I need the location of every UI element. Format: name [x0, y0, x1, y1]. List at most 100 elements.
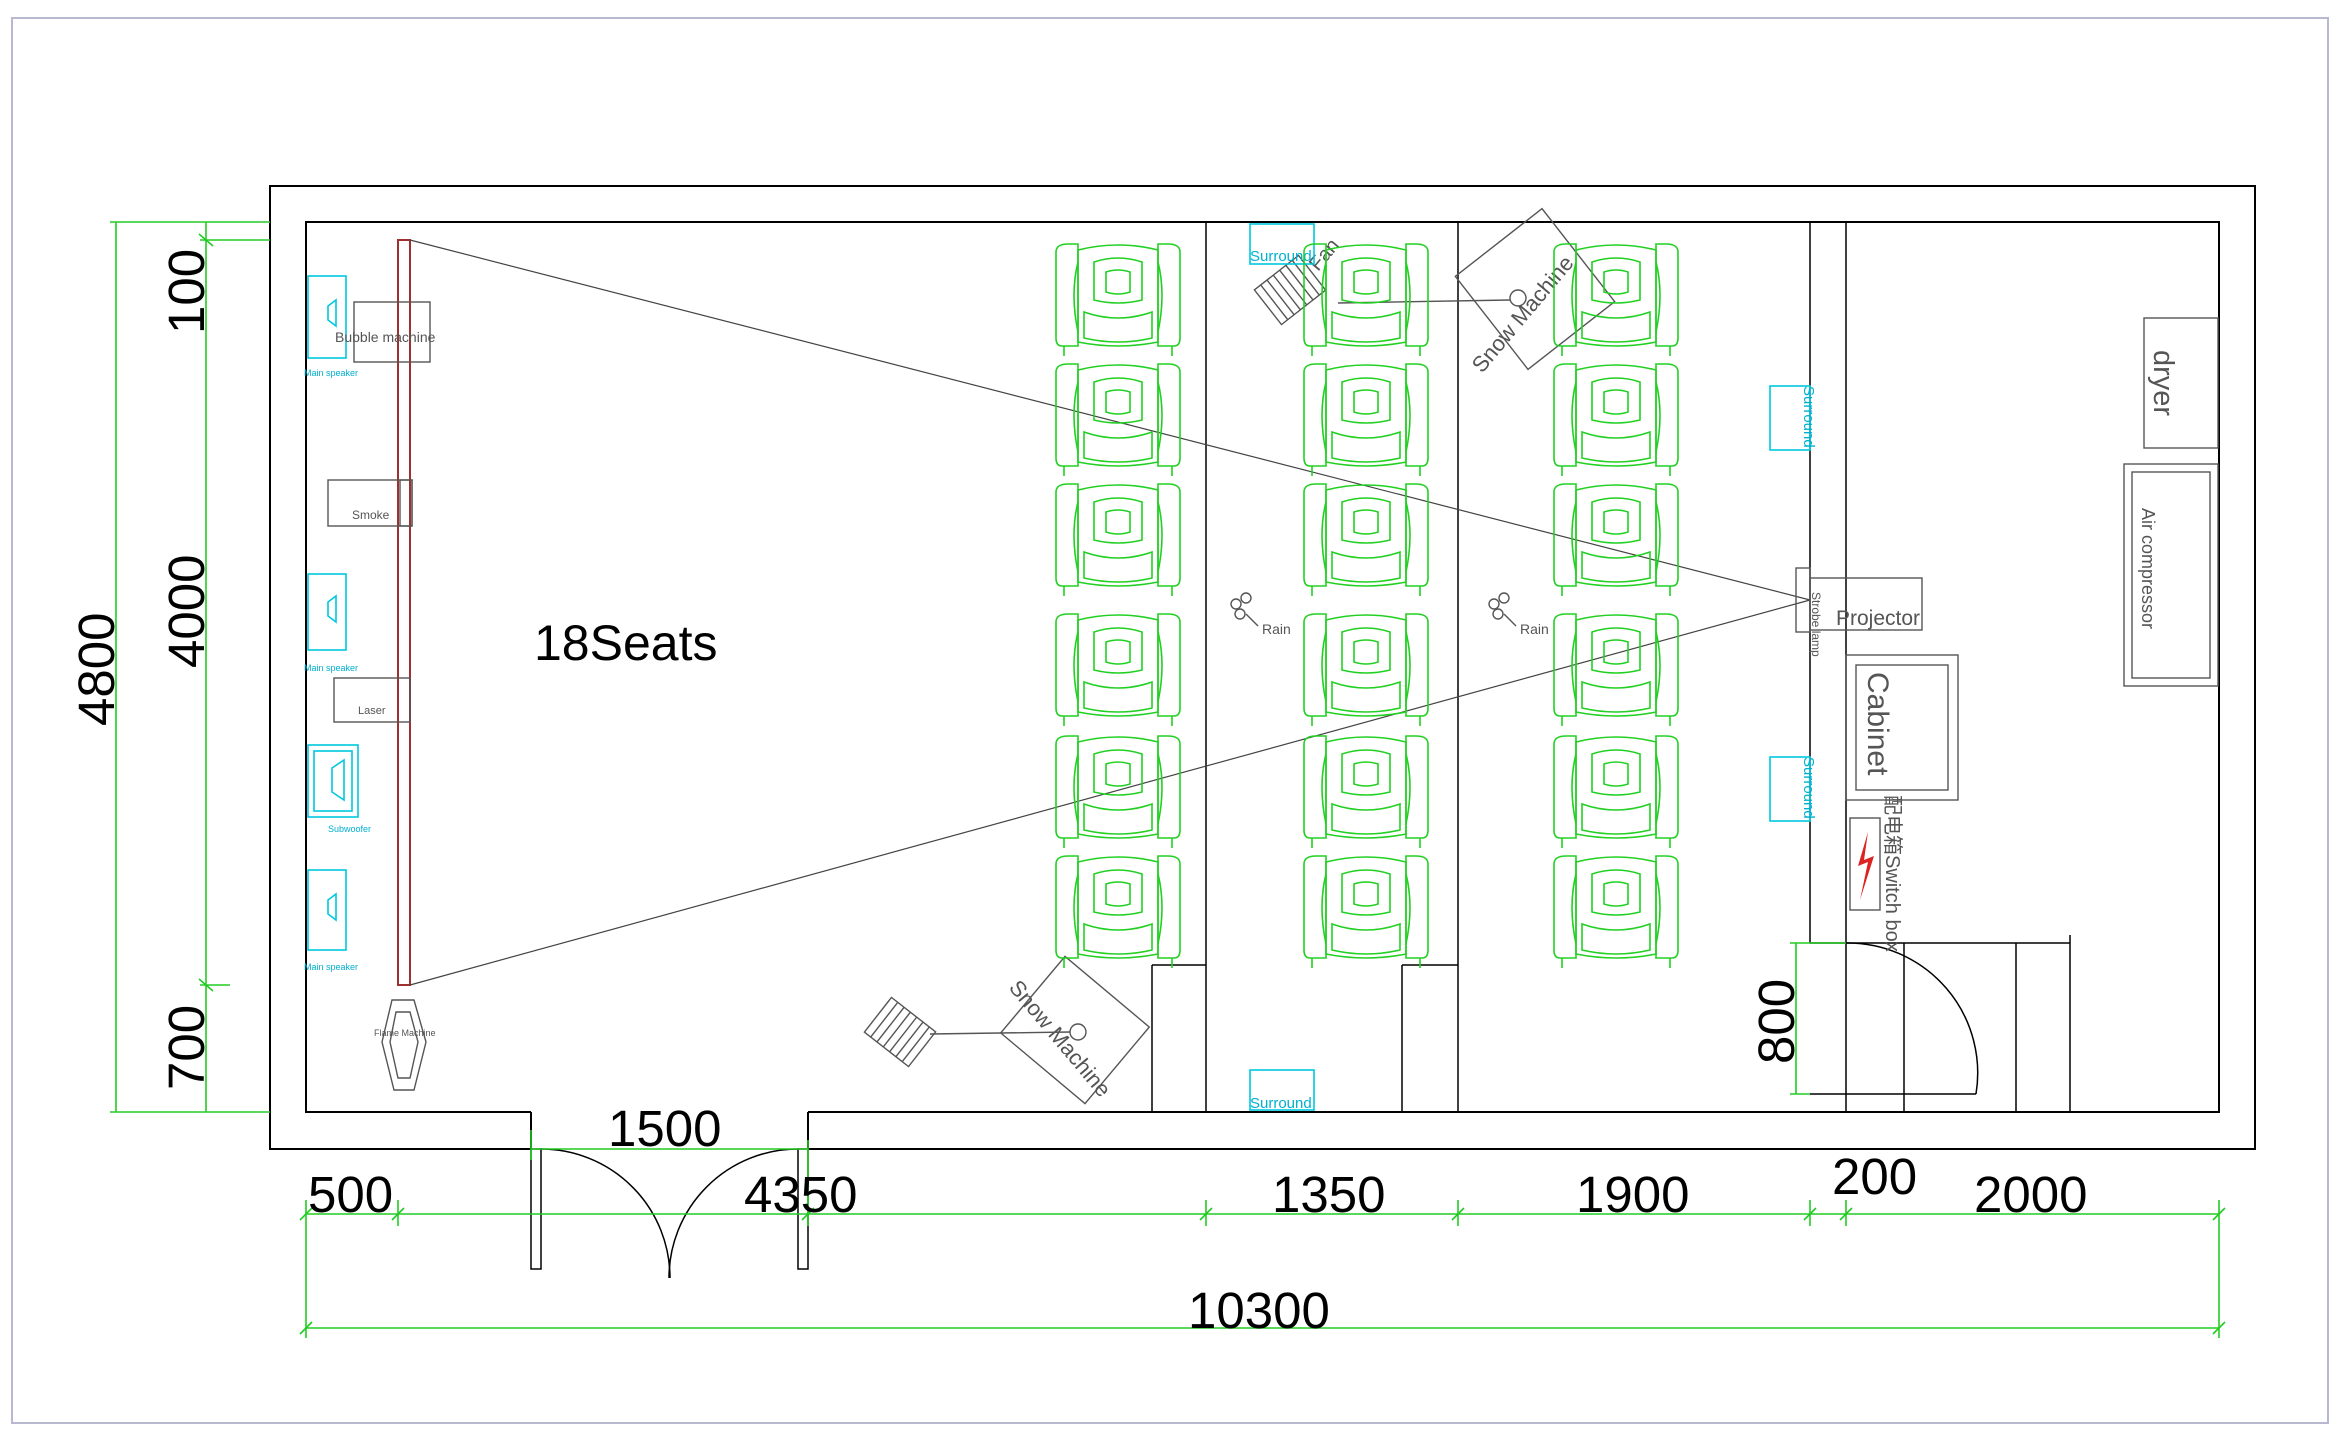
seat[interactable] — [1055, 735, 1181, 849]
main-speaker-1: Main speaker — [304, 275, 358, 378]
inner-wall — [305, 221, 2220, 1113]
switch-box-label: 配电箱Switch box — [1881, 795, 1904, 952]
seat[interactable] — [1553, 855, 1679, 969]
main-speaker-2: Main speaker — [304, 573, 358, 673]
air-compressor-label: Air compressor — [2138, 508, 2158, 629]
tick — [198, 233, 214, 247]
fan — [1253, 254, 1327, 326]
seat[interactable] — [1553, 243, 1679, 357]
svg-text:Surround: Surround — [1800, 757, 1817, 819]
door-swing-1 — [540, 1148, 671, 1279]
seat[interactable] — [1055, 613, 1181, 727]
outer-wall — [269, 185, 2256, 1150]
switch-box — [1849, 817, 1881, 911]
dim-1350: 1350 — [1272, 1166, 1385, 1223]
dim-100: 100 — [158, 249, 215, 334]
seats-label: 18Seats — [534, 615, 717, 671]
tick — [299, 1207, 313, 1221]
seat[interactable] — [1055, 855, 1181, 969]
tick — [1839, 1207, 1853, 1221]
svg-text:Surround: Surround — [1250, 1095, 1312, 1112]
air-compressor — [2123, 463, 2219, 687]
dim-4350: 4350 — [744, 1166, 857, 1223]
smoke-machine-nozzle — [399, 479, 413, 527]
door-swing-right — [1845, 942, 1979, 1095]
tick — [1803, 1207, 1817, 1221]
cabinet — [1845, 654, 1959, 801]
tick — [801, 1207, 815, 1221]
projector-icon — [1809, 577, 1923, 631]
svg-text:Main speaker: Main speaker — [304, 368, 358, 378]
door-swing-2 — [668, 1148, 799, 1279]
projection-line-top — [409, 239, 1811, 601]
svg-text:Main speaker: Main speaker — [304, 962, 358, 972]
surround-speaker-bottom: Surround — [1249, 1069, 1315, 1112]
surround-speaker-right-2: Surround — [1769, 756, 1817, 822]
dim-800: 800 — [1748, 979, 1805, 1064]
dim-200: 200 — [1832, 1148, 1917, 1205]
laser — [333, 677, 411, 723]
seating-block — [1055, 243, 1679, 969]
dim-1500: 1500 — [608, 1100, 721, 1157]
subwoofer: Subwoofer — [307, 744, 371, 834]
svg-text:Rain: Rain — [1520, 621, 1549, 637]
cabinet-inner — [1855, 664, 1949, 791]
tick — [299, 1321, 313, 1335]
svg-text:Surround: Surround — [1250, 248, 1312, 265]
flame-machine — [381, 999, 427, 1091]
svg-text:Main speaker: Main speaker — [304, 663, 358, 673]
seat[interactable] — [1553, 613, 1679, 727]
dim-500: 500 — [308, 1166, 393, 1223]
dim-1900: 1900 — [1576, 1166, 1689, 1223]
strobe-label: Strobe lamp — [1809, 592, 1823, 657]
snow-machine-1-label: Snow Machine — [1467, 251, 1579, 378]
dim-4800: 4800 — [68, 613, 125, 726]
seat[interactable] — [1553, 483, 1679, 597]
dim-700: 700 — [158, 1005, 215, 1090]
seat[interactable] — [1055, 243, 1181, 357]
seat[interactable] — [1553, 363, 1679, 477]
projector-label: Projector — [1836, 607, 1920, 630]
seat[interactable] — [1303, 613, 1429, 727]
bubble-machine-label: Bubble machine — [335, 329, 436, 345]
tick — [2212, 1207, 2226, 1221]
tick — [1451, 1207, 1465, 1221]
tick — [198, 978, 214, 992]
seat[interactable] — [1303, 855, 1429, 969]
svg-text:Surround: Surround — [1800, 386, 1817, 448]
main-speaker-3: Main speaker — [304, 869, 358, 972]
dim-2000: 2000 — [1974, 1166, 2087, 1223]
seat[interactable] — [1553, 735, 1679, 849]
surround-speaker-right-1: Surround — [1769, 385, 1817, 451]
flame-machine-label: Flame Machine — [374, 1028, 436, 1038]
air-compressor-inner — [2131, 471, 2211, 679]
seat[interactable] — [1055, 483, 1181, 597]
dim-4000: 4000 — [158, 555, 215, 668]
cabinet-label: Cabinet — [1861, 672, 1894, 776]
snow-machine-2 — [999, 955, 1151, 1105]
rain-sprinkler-1: Rain — [1230, 592, 1291, 637]
rain-sprinkler-2: Rain — [1488, 592, 1549, 637]
snow-machine-2-duct — [929, 1031, 1071, 1035]
svg-text:Rain: Rain — [1262, 621, 1291, 637]
dryer — [2143, 317, 2219, 449]
smoke-label: Smoke — [352, 508, 390, 522]
snow-machine-1-nozzle — [1509, 289, 1527, 307]
laser-label: Laser — [358, 705, 386, 717]
tick — [391, 1207, 405, 1221]
bubble-machine — [353, 301, 431, 363]
projection-screen — [397, 239, 411, 986]
tick — [2212, 1321, 2226, 1335]
drawing-frame — [11, 17, 2329, 1424]
door-leaf-1 — [530, 1148, 542, 1270]
dim-10300: 10300 — [1188, 1282, 1330, 1339]
seat[interactable] — [1303, 363, 1429, 477]
fan-bottom — [863, 996, 937, 1068]
snow-machine-1 — [1454, 207, 1616, 371]
seat[interactable] — [1055, 363, 1181, 477]
seat[interactable] — [1303, 483, 1429, 597]
seat[interactable] — [1303, 735, 1429, 849]
lightning-icon — [1858, 832, 1874, 900]
tick — [1199, 1207, 1213, 1221]
